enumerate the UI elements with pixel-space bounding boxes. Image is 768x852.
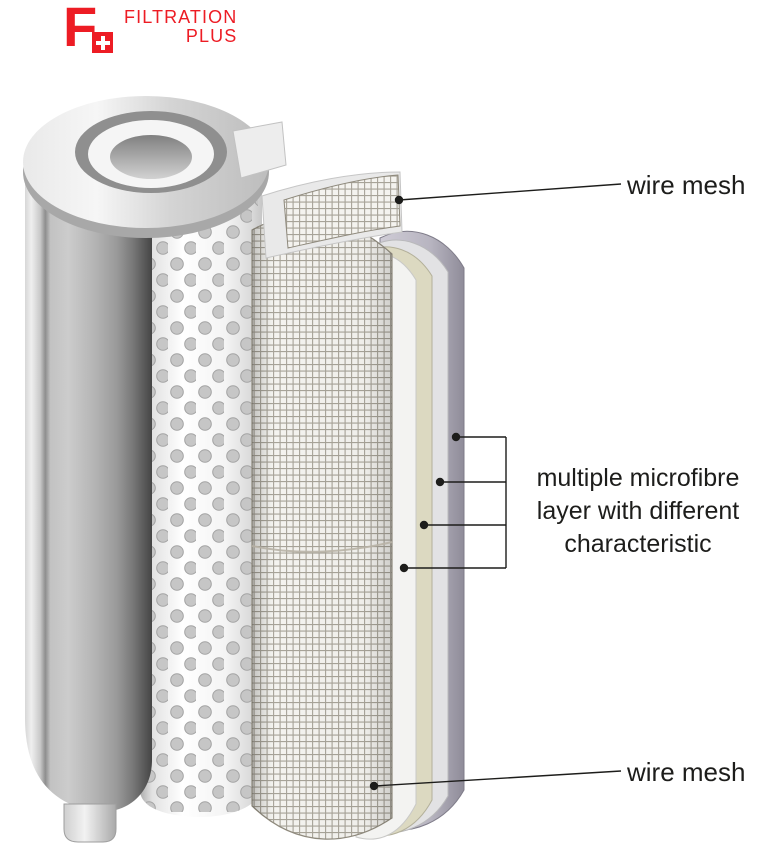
- label-microfibre-layers: multiple microfibre layer with different…: [536, 464, 740, 558]
- perforated-core: [140, 150, 262, 818]
- label-wire-mesh-bottom: wire mesh: [627, 757, 746, 787]
- callout-dots: [369, 195, 461, 791]
- cap-notch: [232, 121, 287, 179]
- leader-lines: [373, 183, 622, 787]
- logo-word-filtration: FILTRATION: [124, 7, 238, 27]
- outer-shell: [25, 166, 152, 843]
- filtration-plus-logo: F FILTRATION PLUS: [63, 0, 237, 59]
- leader-wire-mesh-bottom: [373, 770, 622, 787]
- logo-word-plus: PLUS: [185, 26, 238, 46]
- mesh-seam: [251, 541, 393, 553]
- dot-layer-2: [435, 477, 445, 487]
- core-holes-pattern: [146, 172, 258, 812]
- end-cap: [23, 96, 287, 238]
- logo-mark: F: [63, 0, 119, 59]
- cap-center-hole: [110, 135, 192, 179]
- wire-mesh-sheet: [251, 215, 393, 840]
- dot-layer-1: [451, 432, 461, 442]
- dot-layer-3: [419, 520, 429, 530]
- leader-wire-mesh-top: [398, 183, 622, 201]
- dot-wire-mesh-top: [394, 195, 404, 205]
- plus-icon: [92, 32, 113, 53]
- logo-wordmark: FILTRATION PLUS: [124, 8, 237, 59]
- dot-wire-mesh-bottom: [369, 781, 379, 791]
- flap-mesh: [283, 174, 401, 249]
- dot-layer-4: [399, 563, 409, 573]
- label-wire-mesh-top: wire mesh: [627, 170, 746, 200]
- shell-foot: [63, 803, 117, 843]
- logo-letter-f: F: [63, 0, 97, 58]
- wire-mesh-flap: [261, 171, 403, 259]
